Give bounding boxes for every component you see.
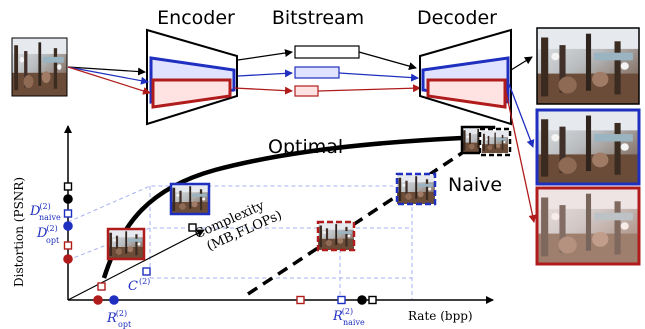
- bitstream-bar-full: [294, 45, 360, 59]
- d-naive-sub: naive: [39, 213, 61, 222]
- r-naive-label: R(2): [332, 307, 353, 324]
- x-marker-black-dot: [357, 295, 367, 305]
- d-opt-sub: opt: [46, 236, 60, 245]
- naive-label: Naive: [448, 174, 502, 196]
- bitstream-bar-naive: [294, 66, 340, 79]
- r-naive-main: R: [332, 309, 343, 324]
- x-axis-label: Rate (bpp): [408, 309, 473, 323]
- r-opt-sub: opt: [118, 320, 132, 329]
- optimal-label: Optimal: [268, 136, 343, 158]
- plot-image-naive-low: [316, 220, 356, 252]
- plot-image-top-stack: [460, 125, 512, 157]
- d-opt-main: D: [36, 226, 48, 241]
- x-marker-red-dot: [93, 295, 103, 305]
- c-label: C(2): [128, 277, 150, 294]
- x-marker-blue-dot: [109, 295, 119, 305]
- output-image-optimal: [535, 186, 641, 266]
- c-marker-red-square: [97, 282, 106, 291]
- c-sup: (2): [139, 277, 150, 286]
- x-marker-blue-square: [337, 295, 346, 305]
- d-opt-sup: (2): [46, 224, 57, 233]
- x-marker-black-square: [368, 295, 377, 305]
- input-arrows: [67, 66, 151, 95]
- decoder-block: [419, 28, 512, 126]
- y-marker-red-dot: [63, 254, 73, 264]
- output-arrows: [505, 56, 537, 223]
- bitstream-label: Bitstream: [272, 7, 364, 29]
- d-naive-main: D: [29, 204, 41, 219]
- output-image-original: [536, 27, 640, 105]
- d-opt-label: D(2): [36, 224, 58, 241]
- x-axis-markers: [93, 295, 377, 305]
- plot-image-optimal-low: [106, 227, 146, 261]
- encoder-block: [146, 28, 238, 126]
- input-image: [11, 37, 68, 97]
- r-opt-main: R: [106, 311, 117, 326]
- y-marker-black-square: [63, 182, 73, 191]
- bitstream-bar-optimal: [294, 85, 319, 97]
- y-axis-markers: [63, 182, 73, 264]
- r-naive-sup: (2): [342, 307, 353, 316]
- plot-image-optimal-mid: [169, 182, 211, 216]
- optimal-curve: [101, 135, 463, 279]
- bitstream-bars: [233, 45, 421, 97]
- y-axis-label: Distortion (PSNR): [12, 177, 26, 287]
- y-marker-black-dot: [63, 194, 73, 204]
- decoder-label: Decoder: [417, 7, 497, 29]
- encoder-label: Encoder: [157, 7, 235, 29]
- r-opt-label: R(2): [106, 309, 127, 326]
- c-main: C: [128, 279, 138, 294]
- plot-image-naive-mid: [395, 172, 437, 206]
- r-naive-sub: naive: [343, 318, 365, 327]
- x-marker-red-square: [296, 295, 305, 305]
- c-marker-blue-square: [142, 267, 151, 276]
- c-marker-black-square: [188, 223, 197, 232]
- r-opt-sup: (2): [116, 309, 127, 318]
- y-marker-blue-dot: [63, 221, 73, 231]
- d-naive-label: D(2): [29, 202, 51, 219]
- y-marker-red-square: [63, 241, 73, 250]
- output-image-naive: [535, 108, 641, 186]
- y-marker-blue-square: [63, 209, 73, 218]
- d-naive-sup: (2): [39, 202, 50, 211]
- complexity-axis-markers: [97, 223, 197, 291]
